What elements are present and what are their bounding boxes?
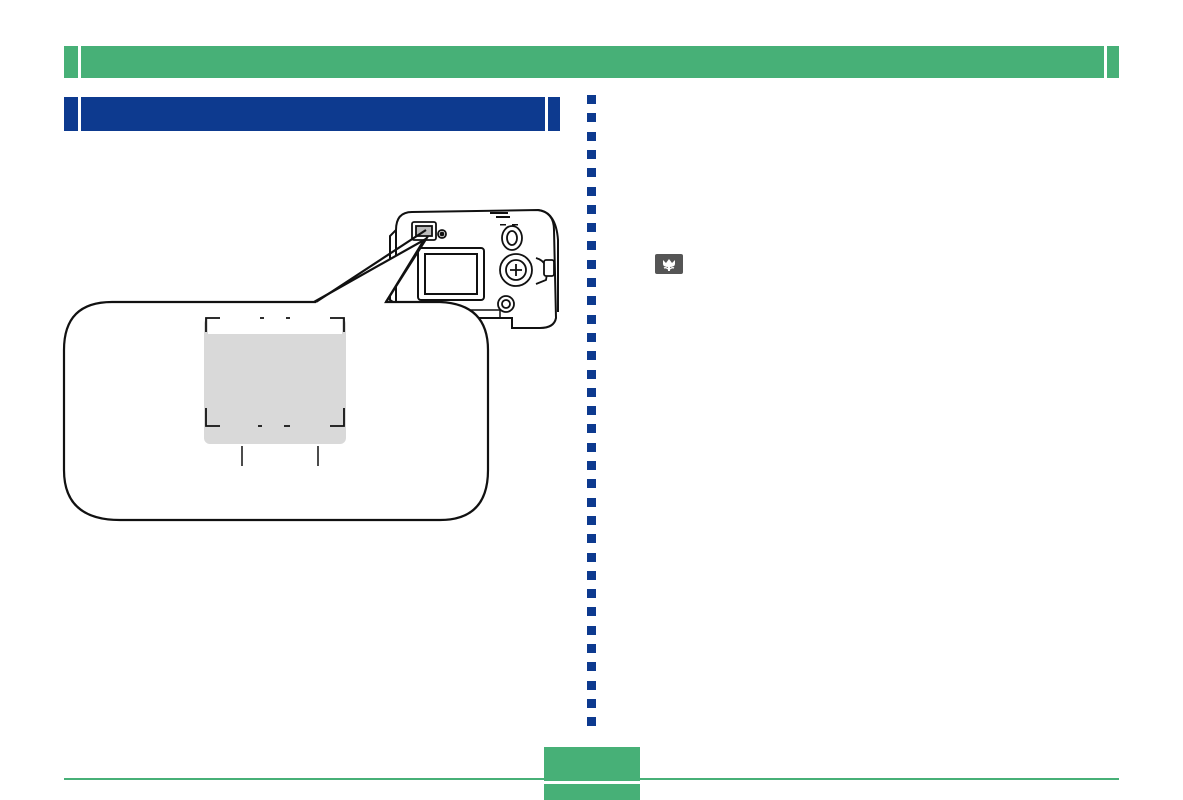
chapter-header-bar [64,46,1119,78]
display-panel [204,317,346,466]
divider-dot [587,424,596,434]
column-divider [587,95,597,735]
divider-dot [587,662,596,672]
camera-markings [490,212,518,226]
section-header-bar [64,97,560,131]
lcd-monitor [417,247,485,301]
divider-dot [587,296,596,306]
divider-dot [587,534,596,544]
chapter-bar-notch [1104,46,1107,78]
divider-dot [587,259,596,269]
divider-dot [587,95,596,104]
divider-dot [587,369,596,379]
divider-dot [587,552,596,562]
divider-dot [587,131,596,141]
divider-dot [587,168,596,178]
divider-dot [587,223,596,233]
divider-dot [587,332,596,342]
divider-dot [587,515,596,525]
divider-dot [587,680,596,690]
page-number [544,752,640,776]
section-bar-notch [78,97,81,131]
divider-dot [587,149,596,159]
divider-dot [587,314,596,324]
page-number-box-lower [544,784,640,800]
divider-dot [587,387,596,397]
section-bar-notch [545,97,548,131]
divider-dot [587,113,596,123]
divider-dot [587,698,596,708]
divider-dot [587,351,596,361]
divider-dot [587,479,596,489]
divider-dot [587,204,596,214]
divider-dot [587,644,596,653]
divider-dot [587,241,596,251]
divider-dot [587,278,596,287]
divider-dot [587,497,596,507]
camera-illustration [62,208,559,522]
divider-dot [587,186,596,196]
divider-dot [587,717,596,727]
page-number-box [544,747,640,781]
chapter-bar-notch [78,46,81,78]
callout-pointer [315,229,429,303]
divider-dot [587,607,596,617]
divider-dot [587,461,596,470]
divider-dot [587,570,596,580]
divider-dot [587,589,596,599]
macro-tulip-icon [655,254,683,274]
divider-dot [587,442,596,452]
divider-dot [587,406,596,416]
mode-dial [497,225,555,313]
divider-dot [587,625,596,635]
